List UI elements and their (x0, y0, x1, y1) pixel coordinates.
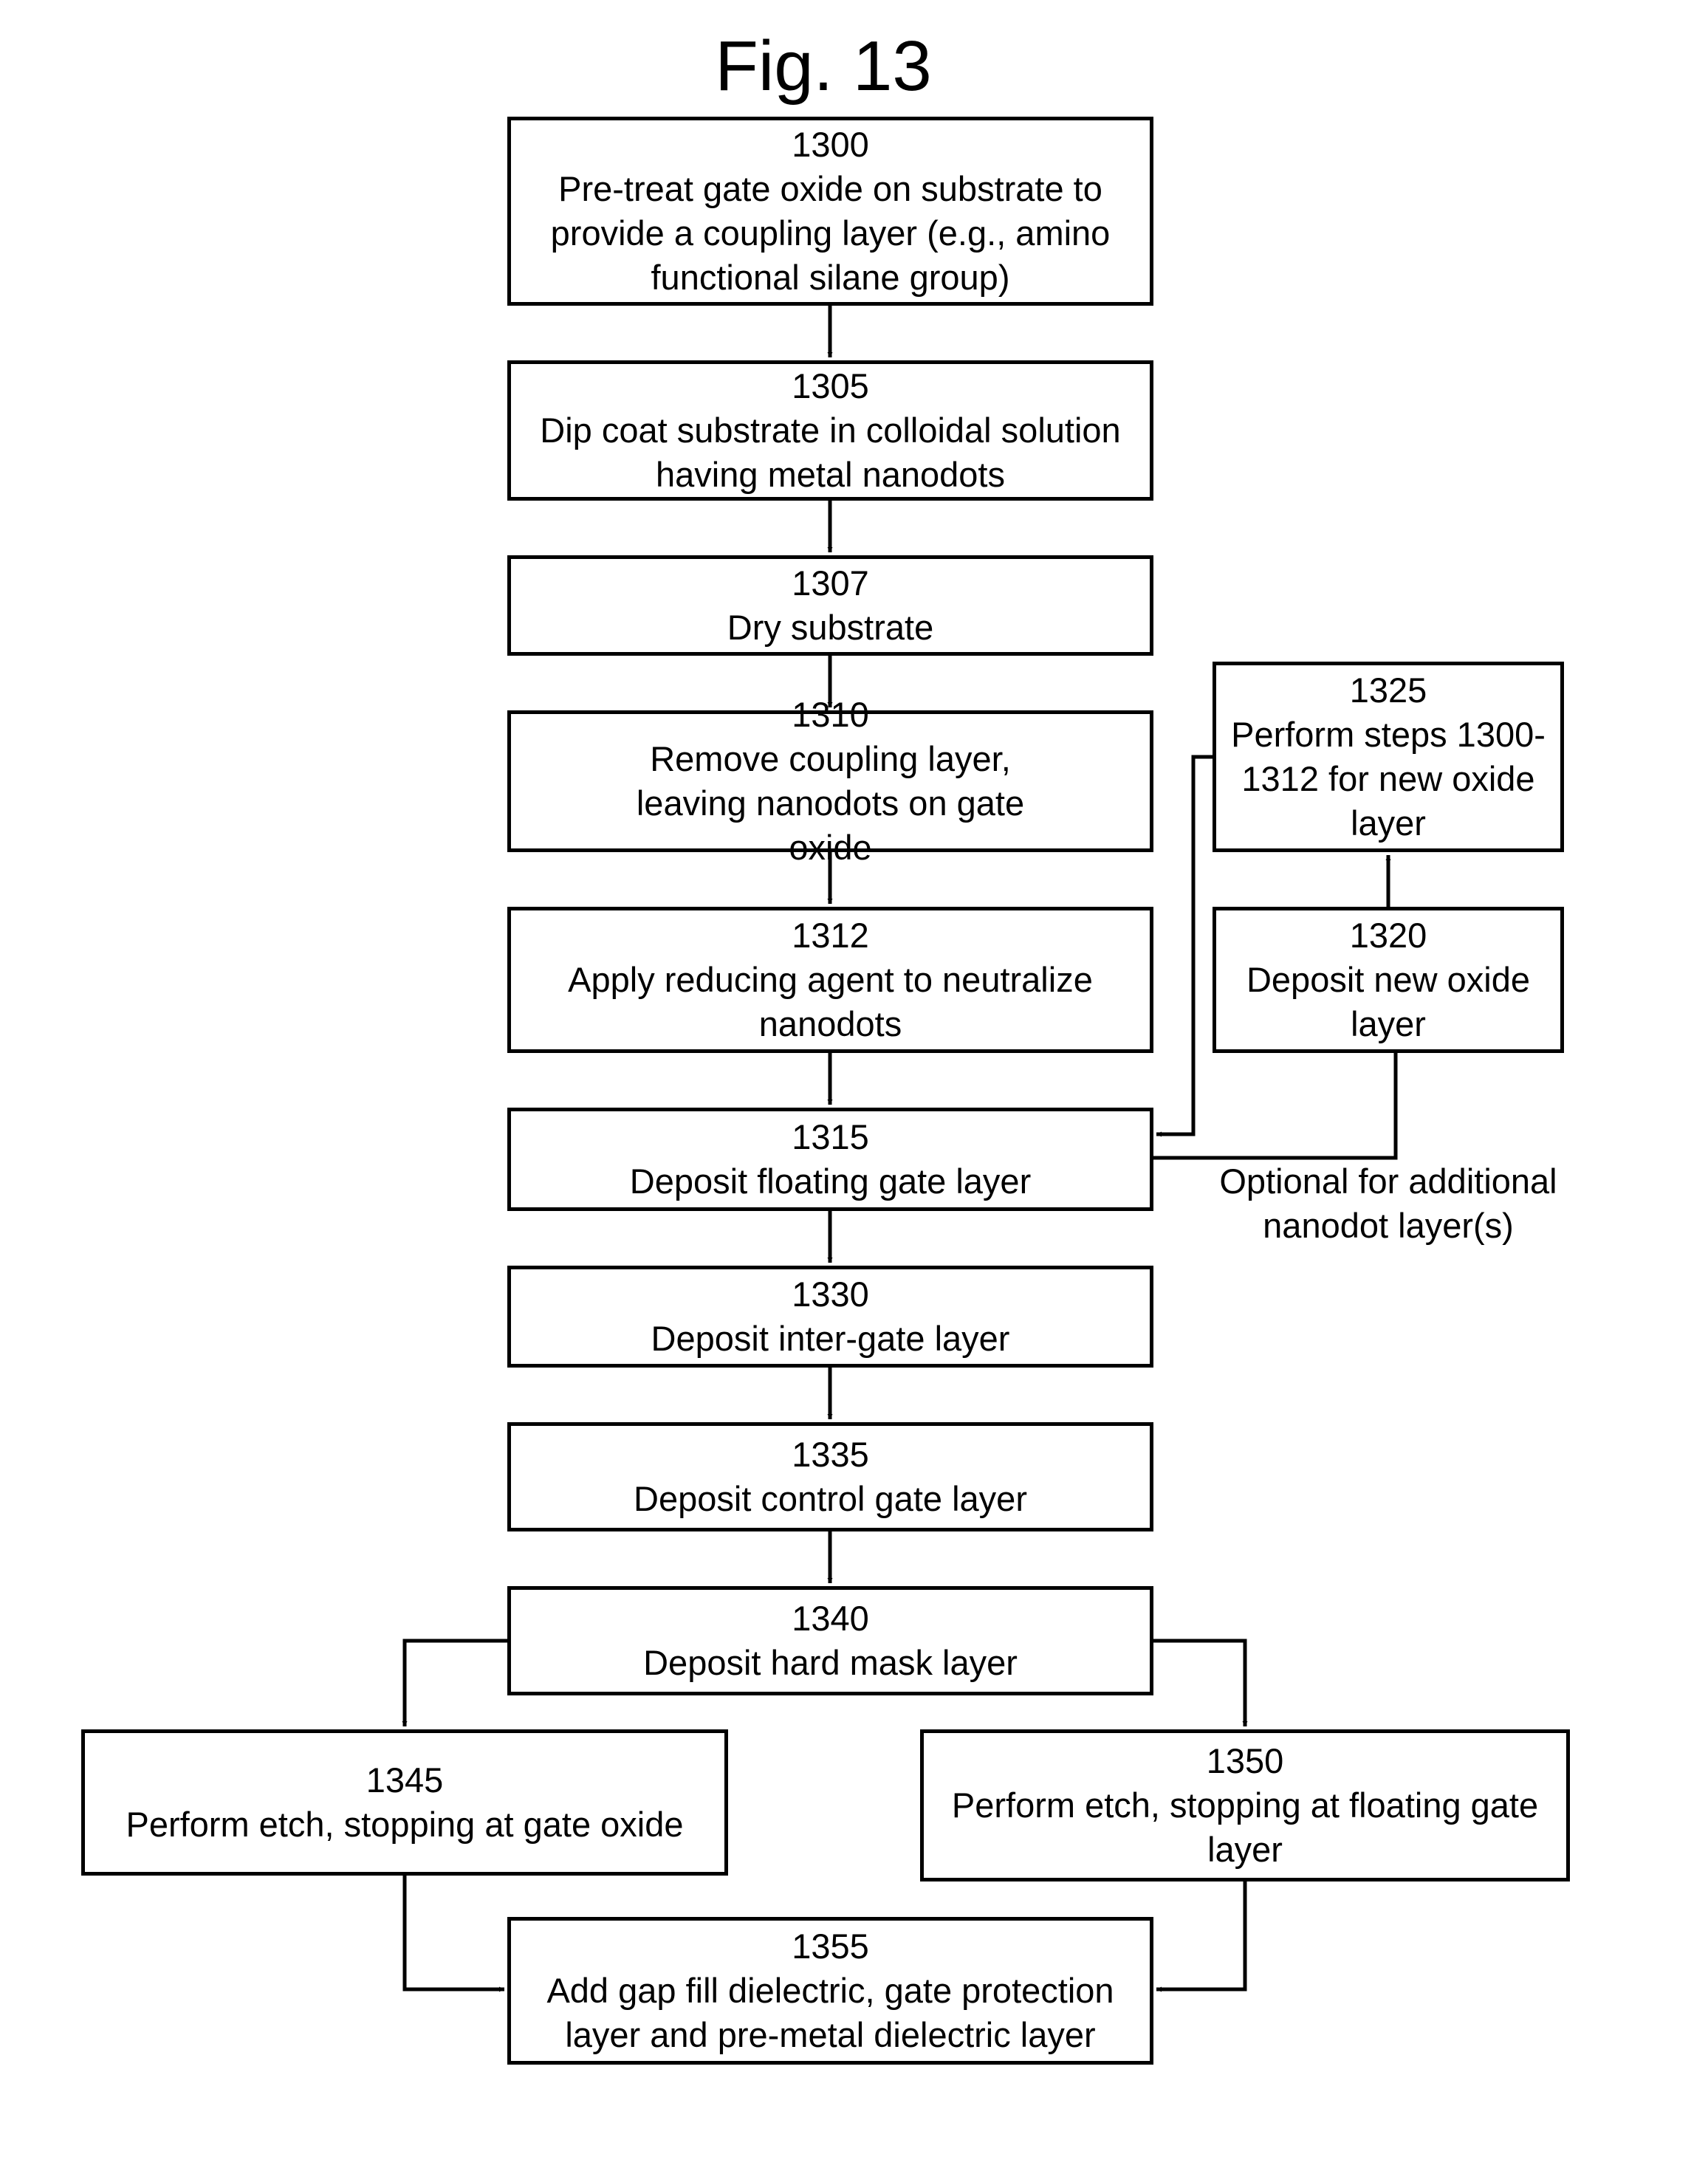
arrow-1325-to-1315 (1156, 757, 1213, 1134)
line-1320-to-1315 (1153, 1053, 1396, 1158)
arrow-1345-to-1355 (405, 1876, 504, 1989)
arrow-1350-to-1355 (1156, 1881, 1245, 1989)
arrow-1340-to-1345 (405, 1641, 507, 1726)
arrow-1340-to-1350 (1153, 1641, 1245, 1726)
